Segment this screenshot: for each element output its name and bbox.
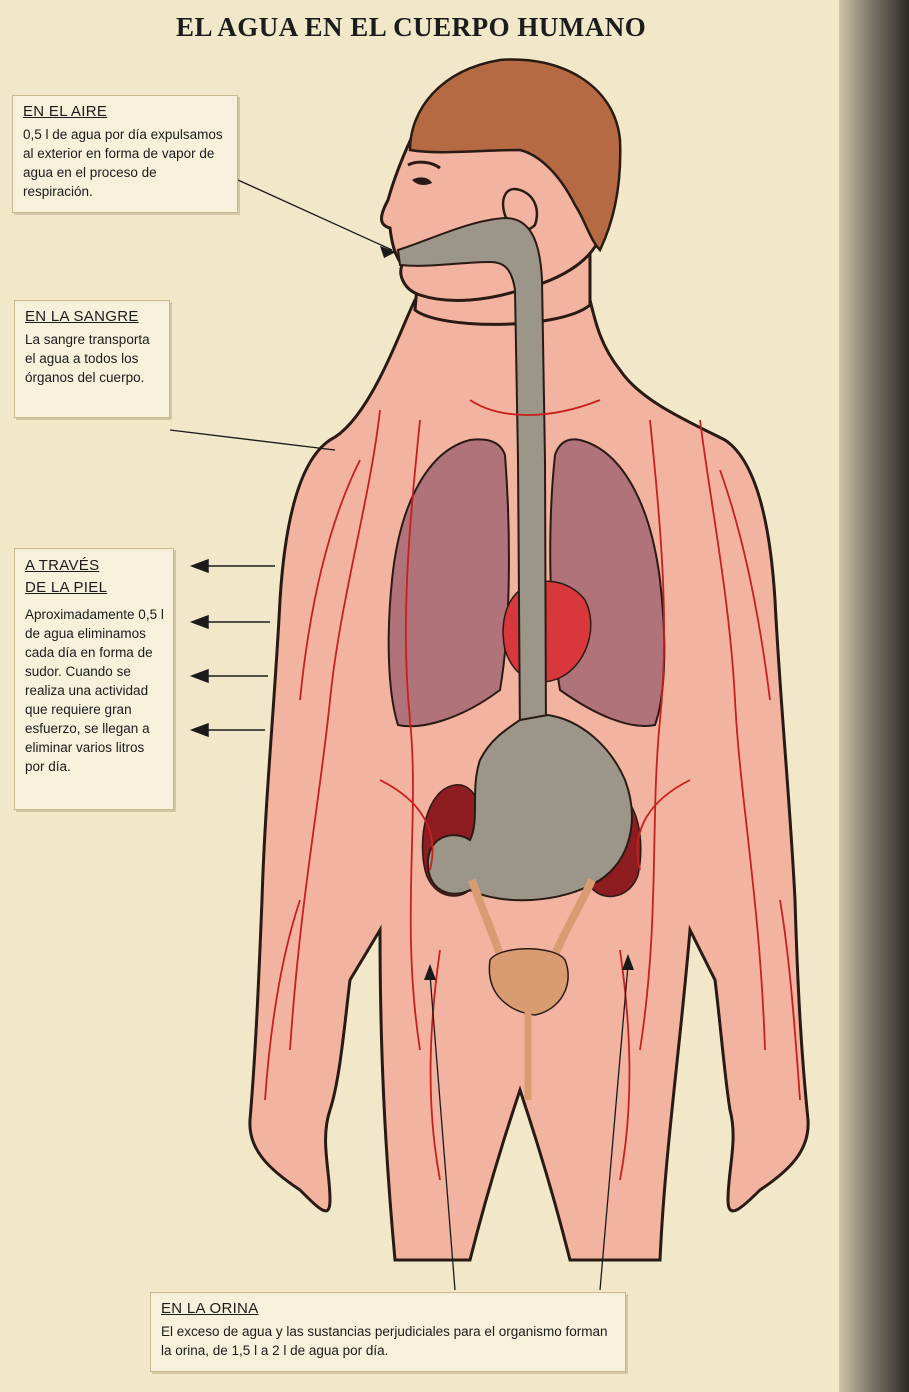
info-box-blood: EN LA SANGRE La sangre transporta el agu…: [14, 300, 170, 418]
air-heading: EN EL AIRE: [23, 102, 107, 121]
info-box-air: EN EL AIRE 0,5 l de agua por día expulsa…: [12, 95, 238, 213]
info-box-skin: A TRAVÉS DE LA PIEL Aproximadamente 0,5 …: [14, 548, 174, 810]
urine-heading: EN LA ORINA: [161, 1299, 259, 1318]
skin-text: Aproximadamente 0,5 l de agua eliminamos…: [25, 605, 165, 776]
skin-arrows: [192, 560, 275, 736]
info-box-urine: EN LA ORINA El exceso de agua y las sust…: [150, 1292, 626, 1372]
skin-heading: A TRAVÉS DE LA PIEL: [25, 555, 121, 599]
urine-text: El exceso de agua y las sustancias perju…: [161, 1322, 617, 1360]
air-text: 0,5 l de agua por día expulsamos al exte…: [23, 125, 229, 201]
blood-heading: EN LA SANGRE: [25, 307, 139, 326]
blood-text: La sangre transporta el agua a todos los…: [25, 330, 161, 387]
